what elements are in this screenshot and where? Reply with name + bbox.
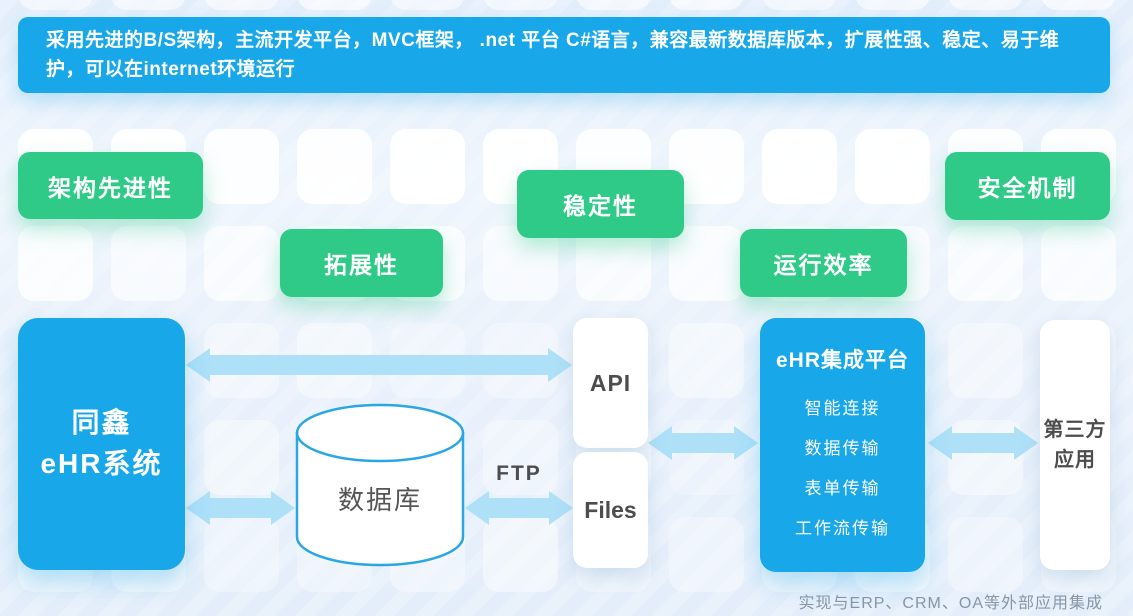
background-tile bbox=[204, 517, 279, 592]
background-tile bbox=[669, 517, 744, 592]
ftp-label: FTP bbox=[496, 462, 542, 485]
arrow-ehr-to-api bbox=[186, 348, 572, 382]
background-tile bbox=[948, 517, 1023, 592]
background-tile bbox=[204, 129, 279, 204]
api-label: API bbox=[589, 369, 632, 396]
arrow-head-right bbox=[549, 491, 573, 525]
background-tile bbox=[297, 129, 372, 204]
third-party-line1: 第三方 bbox=[1043, 419, 1107, 441]
platform-item-data-transfer: 数据传输 bbox=[804, 438, 881, 458]
arrow-head-right bbox=[1014, 426, 1038, 460]
arrow-head-left bbox=[186, 348, 210, 382]
arrow-shaft bbox=[952, 433, 1014, 453]
background-tile bbox=[483, 420, 558, 495]
badge-extensibility-label: 拓展性 bbox=[324, 252, 399, 278]
background-tile bbox=[1041, 0, 1116, 10]
intro-banner-text: 采用先进的B/S架构，主流开发平台，MVC框架， .net 平台 C#语言，兼容… bbox=[46, 30, 1060, 81]
intro-banner: 采用先进的B/S架构，主流开发平台，MVC框架， .net 平台 C#语言，兼容… bbox=[18, 17, 1110, 93]
arrow-shaft bbox=[210, 355, 548, 375]
background-tile bbox=[948, 420, 1023, 495]
background-tile bbox=[762, 129, 837, 204]
third-party-box: 第三方 应用 bbox=[1040, 320, 1110, 570]
background-tile bbox=[111, 0, 186, 10]
api-box: API bbox=[573, 318, 648, 448]
arrow-head-right bbox=[734, 426, 758, 460]
badge-efficiency: 运行效率 bbox=[740, 229, 907, 297]
background-tile bbox=[948, 0, 1023, 10]
footer-note: 实现与ERP、CRM、OA等外部应用集成 bbox=[798, 595, 1103, 612]
background-tile bbox=[576, 0, 651, 10]
arrow-ehr-to-database bbox=[186, 491, 295, 525]
badge-extensibility: 拓展性 bbox=[280, 229, 443, 297]
ehr-system-name-line1: 同鑫 bbox=[71, 407, 132, 439]
background-tile bbox=[1041, 226, 1116, 301]
background-tile bbox=[855, 0, 930, 10]
badge-security-label: 安全机制 bbox=[977, 175, 1078, 201]
background-tile bbox=[669, 0, 744, 10]
database-cylinder-icon bbox=[295, 403, 465, 567]
background-tile bbox=[762, 0, 837, 10]
background-tile bbox=[390, 129, 465, 204]
background-tile bbox=[669, 323, 744, 398]
ehr-system-box: 同鑫 eHR系统 bbox=[18, 318, 185, 570]
arrow-head-right bbox=[271, 491, 295, 525]
background-tile bbox=[18, 226, 93, 301]
background-tile bbox=[297, 0, 372, 10]
integration-platform-box: eHR集成平台 智能连接 数据传输 表单传输 工作流传输 bbox=[760, 318, 925, 572]
arrow-api-to-platform bbox=[648, 426, 758, 460]
files-label: Files bbox=[584, 496, 637, 523]
background-tile bbox=[204, 420, 279, 495]
background-tile bbox=[18, 0, 93, 10]
background-tile bbox=[483, 0, 558, 10]
arrow-shaft bbox=[672, 433, 734, 453]
arrow-head-left bbox=[928, 426, 952, 460]
background-tile bbox=[669, 420, 744, 495]
arrow-head-right bbox=[548, 348, 572, 382]
integration-platform-title: eHR集成平台 bbox=[775, 349, 909, 372]
background-tile bbox=[669, 226, 744, 301]
background-tile bbox=[855, 129, 930, 204]
platform-item-smart-connect: 智能连接 bbox=[804, 398, 881, 418]
background-tile bbox=[483, 226, 558, 301]
background-tile bbox=[390, 0, 465, 10]
arrow-shaft bbox=[489, 498, 549, 518]
background-tile bbox=[204, 0, 279, 10]
badge-architecture-label: 架构先进性 bbox=[48, 174, 173, 201]
platform-item-form-transfer: 表单传输 bbox=[804, 478, 881, 498]
third-party-label: 第三方 应用 bbox=[1044, 415, 1107, 475]
background-tile bbox=[111, 226, 186, 301]
arrow-head-left bbox=[186, 491, 210, 525]
arrow-shaft bbox=[210, 498, 271, 518]
arrow-head-left bbox=[465, 491, 489, 525]
badge-stability-label: 稳定性 bbox=[563, 193, 638, 219]
badge-efficiency-label: 运行效率 bbox=[773, 252, 874, 278]
third-party-line2: 应用 bbox=[1054, 449, 1096, 471]
database-label: 数据库 bbox=[337, 485, 422, 515]
badge-architecture: 架构先进性 bbox=[18, 152, 203, 219]
background-tile bbox=[204, 226, 279, 301]
files-box: Files bbox=[573, 452, 648, 568]
badge-security: 安全机制 bbox=[945, 152, 1110, 220]
background-tile bbox=[576, 226, 651, 301]
arrow-platform-to-thirdparty bbox=[928, 426, 1038, 460]
badge-stability: 稳定性 bbox=[517, 170, 684, 238]
background-tile bbox=[948, 323, 1023, 398]
background-tile bbox=[948, 226, 1023, 301]
ehr-system-name-line2: eHR系统 bbox=[40, 448, 163, 479]
background-tile bbox=[483, 517, 558, 592]
arrow-head-left bbox=[648, 426, 672, 460]
platform-item-workflow-transfer: 工作流传输 bbox=[795, 518, 890, 538]
arrow-database-to-files bbox=[465, 491, 573, 525]
